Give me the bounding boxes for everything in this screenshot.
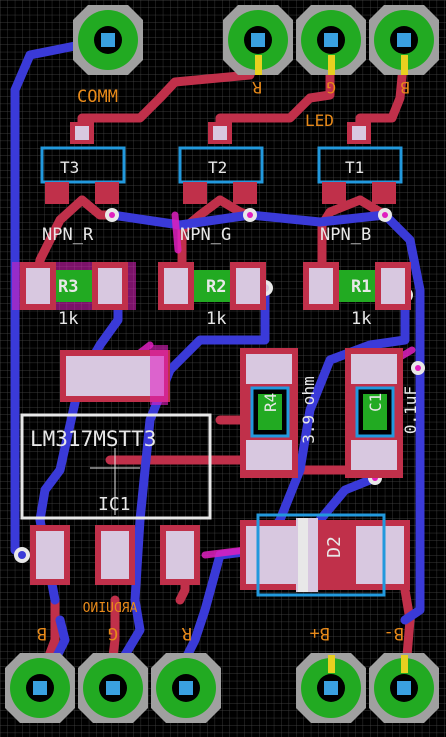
label-r1: R1 (351, 277, 371, 297)
label-c1-val: 0.1uF (401, 386, 420, 434)
label-npn-g: NPN_G (180, 225, 231, 245)
label-r3: R3 (58, 277, 78, 297)
ic1-pins (30, 525, 200, 585)
label-npn-r: NPN_R (42, 225, 94, 245)
label-b-top: B (400, 78, 410, 97)
trace-stub-bminus (401, 655, 408, 673)
ic1-body: LM317MSTT3 IC1 (20, 413, 212, 520)
label-bplus: B+ (310, 623, 330, 643)
resistor-r4: R4 3.9 ohm (240, 348, 318, 478)
pad-g-top (296, 5, 366, 75)
pad-r-top (223, 5, 293, 75)
header-top (73, 5, 439, 75)
capacitor-c1: C1 0.1uF (345, 348, 420, 478)
label-c1: C1 (366, 393, 385, 412)
label-t2: T2 (208, 158, 227, 177)
label-r-top: R (252, 78, 262, 97)
trace-stub-bplus (328, 655, 335, 673)
trace-stub-b (401, 55, 408, 75)
label-d2: D2 (324, 536, 345, 558)
label-g-bot: G (108, 623, 118, 643)
label-t3: T3 (60, 158, 79, 177)
resistor-r3: R3 1k (12, 262, 136, 329)
pad-b-top (369, 5, 439, 75)
ic1-tab (60, 345, 170, 405)
label-ic1: IC1 (98, 494, 131, 515)
pad-bminus (369, 653, 439, 723)
diode-d2: D2 (240, 513, 410, 597)
transistor-t3: T3 (40, 122, 126, 204)
trace-stub-g (328, 55, 335, 75)
label-r4: R4 (261, 393, 280, 412)
resistor-r2: R2 1k (158, 262, 266, 329)
label-r2: R2 (206, 277, 226, 297)
trace-stub-r (255, 55, 262, 75)
label-bminus: B- (384, 623, 404, 643)
label-comm: COMM (77, 87, 118, 107)
pad-bplus (296, 653, 366, 723)
label-r-bot: R (181, 623, 192, 643)
label-r2-val: 1k (206, 309, 226, 329)
label-led: LED (305, 111, 334, 130)
label-b-bot: B (37, 623, 47, 643)
label-g-top: G (326, 78, 336, 97)
label-r1-val: 1k (351, 309, 371, 329)
label-r4-val: 3.9 ohm (299, 376, 318, 443)
pad-g-bot (78, 653, 148, 723)
label-ic: LM317MSTT3 (30, 427, 156, 451)
resistor-r1: R1 1k (303, 262, 411, 329)
pad-r-bot (151, 653, 221, 723)
label-t1: T1 (345, 158, 364, 177)
transistor-t2: T2 (178, 122, 264, 204)
label-r3-val: 1k (58, 309, 78, 329)
pad-b-bot (5, 653, 75, 723)
label-arduino: ARDUINO (82, 601, 137, 616)
transistor-t1: T1 (317, 122, 403, 204)
label-npn-b: NPN_B (320, 225, 371, 245)
header-bottom (5, 653, 439, 723)
pad-comm (73, 5, 143, 75)
